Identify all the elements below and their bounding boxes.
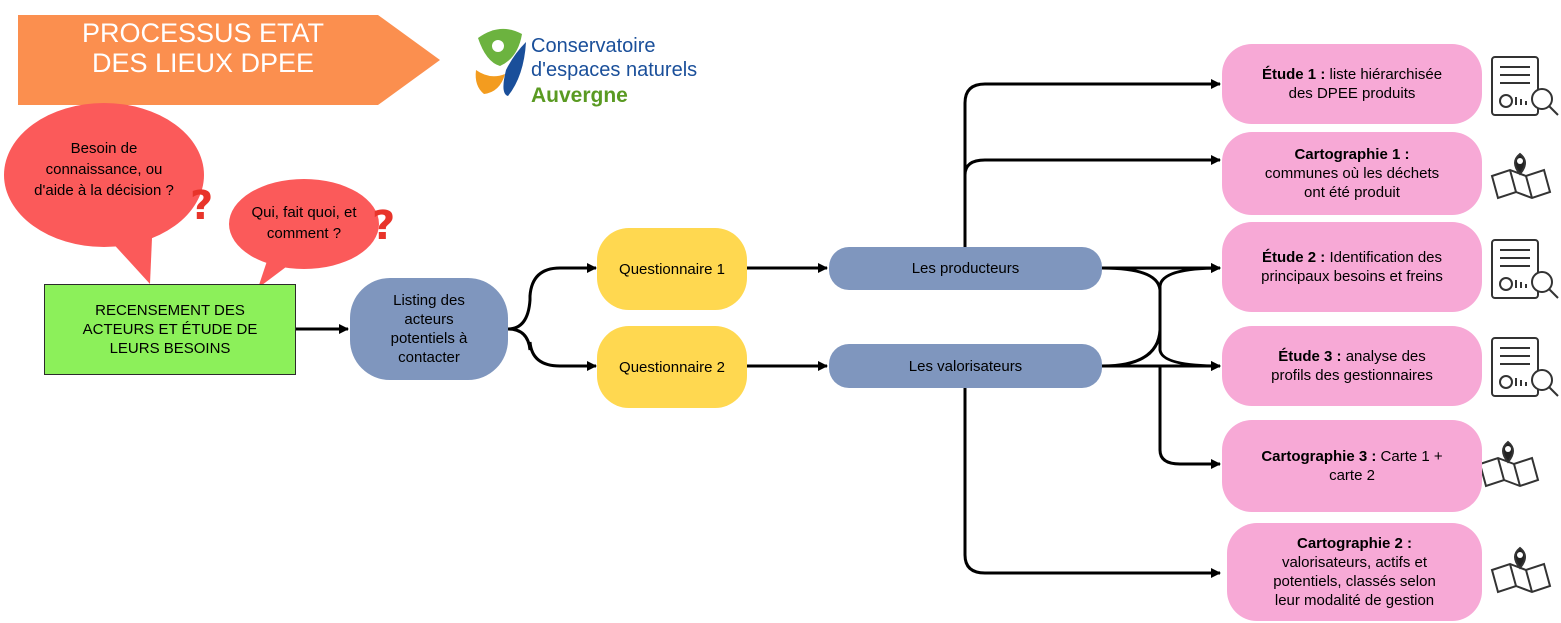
- output-text: potentiels, classés selon: [1273, 573, 1436, 590]
- report-search-icon: [1491, 56, 1559, 116]
- start-box: RECENSEMENT DES ACTEURS ET ÉTUDE DE LEUR…: [44, 284, 296, 375]
- producteurs-node: Les producteurs: [829, 247, 1102, 290]
- output-title: Cartographie 1 :: [1294, 146, 1410, 163]
- output-cartographie-2: Cartographie 2 : valorisateurs, actifs e…: [1227, 523, 1482, 621]
- connector-listing-q1: [507, 263, 597, 331]
- bubble-1-line: Besoin de: [70, 140, 138, 157]
- output-text: analyse des: [1341, 348, 1426, 365]
- title-line-2: DES LIEUX DPEE: [91, 48, 315, 78]
- questionnaire-2-label: Questionnaire 2: [619, 358, 725, 376]
- listing-node: Listing des acteurs potentiels à contact…: [350, 278, 508, 380]
- output-text: valorisateurs, actifs et: [1281, 554, 1428, 571]
- connector-listing-q2: [507, 327, 597, 371]
- output-text: ont été produit: [1304, 184, 1400, 201]
- listing-line: potentiels à: [390, 330, 468, 347]
- bubble-2-text: Qui, fait quoi, et comment ?: [232, 202, 376, 244]
- output-text: carte 2: [1329, 467, 1375, 484]
- output-title: Étude 2 :: [1261, 249, 1326, 266]
- connector-to-carto2: [963, 388, 1221, 578]
- bubble-2-line: comment ?: [266, 225, 342, 242]
- start-line: ACTEURS ET ÉTUDE DE: [82, 321, 258, 338]
- question-mark-icon: ?: [372, 203, 396, 249]
- connectors: [296, 79, 1221, 578]
- report-search-icon: [1491, 337, 1559, 397]
- valorisateurs-label: Les valorisateurs: [908, 357, 1023, 375]
- logo-mark: [475, 28, 526, 96]
- diagram-title: PROCESSUS ETAT DES LIEUX DPEE: [18, 18, 388, 78]
- bubble-2-line: Qui, fait quoi, et: [251, 204, 357, 221]
- title-arrow-shape: [18, 15, 440, 105]
- output-title: Étude 1 :: [1261, 66, 1326, 83]
- logo-text-3: Auvergne: [531, 84, 628, 107]
- speech-bubble-1: [4, 103, 204, 284]
- output-etude-3: Étude 3 : analyse des profils des gestio…: [1222, 326, 1482, 406]
- questionnaire-1-node: Questionnaire 1: [597, 228, 747, 310]
- title-line-1: PROCESSUS ETAT: [81, 18, 325, 48]
- output-text: Identification des: [1325, 249, 1443, 266]
- output-text: communes où les déchets: [1264, 165, 1440, 182]
- map-pin-icon: [1478, 440, 1540, 488]
- questionnaire-2-node: Questionnaire 2: [597, 326, 747, 408]
- output-cartographie-1: Cartographie 1 : communes où les déchets…: [1222, 132, 1482, 215]
- listing-line: acteurs: [404, 311, 454, 328]
- listing-line: Listing des: [393, 292, 465, 309]
- output-text: Carte 1 +: [1376, 448, 1443, 465]
- report-search-icon: [1491, 239, 1559, 299]
- logo-text-2: d'espaces naturels: [531, 59, 698, 81]
- output-text: profils des gestionnaires: [1271, 367, 1433, 384]
- connector-valo-branch: [1101, 263, 1221, 368]
- question-mark-icon: ?: [190, 183, 214, 229]
- output-cartographie-3: Cartographie 3 : Carte 1 + carte 2: [1222, 420, 1482, 512]
- output-etude-1: Étude 1 : liste hiérarchisée des DPEE pr…: [1222, 44, 1482, 124]
- output-text: leur modalité de gestion: [1274, 592, 1435, 609]
- bubble-1-line: connaissance, ou: [45, 161, 163, 178]
- output-title: Étude 3 :: [1278, 348, 1342, 365]
- map-pin-icon: [1490, 546, 1552, 594]
- map-pin-icon: [1490, 152, 1552, 200]
- start-line: RECENSEMENT DES: [95, 302, 245, 319]
- output-text: liste hiérarchisée: [1325, 66, 1443, 83]
- output-text: des DPEE produits: [1288, 85, 1416, 102]
- bubble-1-text: Besoin de connaissance, ou d'aide à la d…: [6, 138, 202, 201]
- output-etude-2: Étude 2 : Identification des principaux …: [1222, 222, 1482, 312]
- bubble-1-line: d'aide à la décision ?: [34, 182, 174, 199]
- start-line: LEURS BESOINS: [109, 340, 231, 357]
- output-title: Cartographie 2 :: [1296, 535, 1413, 552]
- output-title: Cartographie 3 :: [1261, 448, 1377, 465]
- logo-text-1: Conservatoire: [531, 35, 656, 57]
- output-text: principaux besoins et freins: [1261, 268, 1443, 285]
- connector-to-carto1: [963, 155, 1221, 176]
- producteurs-label: Les producteurs: [911, 260, 1020, 277]
- valorisateurs-node: Les valorisateurs: [829, 344, 1102, 388]
- questionnaire-1-label: Questionnaire 1: [619, 260, 725, 278]
- connector-to-etude1: [963, 79, 1221, 247]
- speech-bubble-2: [229, 179, 379, 288]
- connector-to-carto3: [1158, 366, 1221, 469]
- listing-line: contacter: [398, 349, 460, 366]
